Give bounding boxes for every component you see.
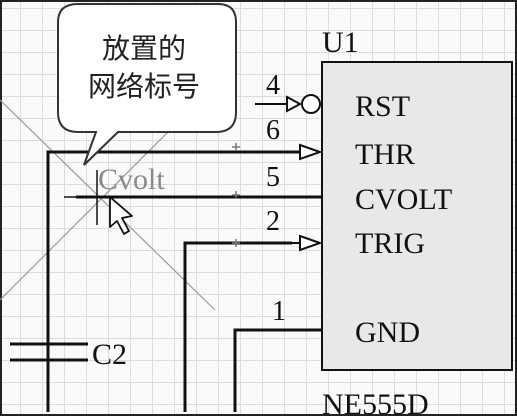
capacitor-c2[interactable] xyxy=(10,342,88,362)
wire-gnd[interactable] xyxy=(233,328,322,412)
pin-4-symbol xyxy=(286,94,321,114)
callout-text: 放置的 网络标号 xyxy=(64,30,224,106)
mouse-pointer-icon xyxy=(109,196,133,235)
callout-line-2: 网络标号 xyxy=(87,70,200,103)
pin-number-6: 6 xyxy=(266,115,280,146)
pin-name-cvolt: CVOLT xyxy=(355,183,452,216)
pin-name-trig: TRIG xyxy=(355,227,425,260)
callout-bubble xyxy=(57,3,237,166)
wire-thr[interactable] xyxy=(46,150,300,412)
pin-2-arrow xyxy=(299,234,324,252)
pin-number-2: 2 xyxy=(266,206,280,237)
net-label-ghost[interactable]: Cvolt xyxy=(98,163,165,196)
pin-6-arrow xyxy=(299,143,324,161)
component-body[interactable] xyxy=(321,61,513,371)
pin-number-1: 1 xyxy=(272,296,286,327)
pin-name-rst: RST xyxy=(355,90,410,123)
pin-names: RST THR CVOLT TRIG GND xyxy=(355,90,452,349)
capacitor-designator[interactable]: C2 xyxy=(92,338,127,371)
pin-number-5: 5 xyxy=(266,162,280,193)
pin-number-4: 4 xyxy=(266,70,280,101)
pin-name-thr: THR xyxy=(355,138,415,171)
component-designator[interactable]: U1 xyxy=(322,26,359,59)
placement-crosshair xyxy=(64,170,124,225)
component-part-name[interactable]: NE555D xyxy=(322,388,429,416)
callout-line-1: 放置的 xyxy=(101,32,186,65)
grid-markers xyxy=(232,143,240,247)
pin-name-gnd: GND xyxy=(355,316,420,349)
pin-numbers: 4 6 5 2 1 xyxy=(266,70,286,327)
wire-trig[interactable] xyxy=(183,241,292,412)
